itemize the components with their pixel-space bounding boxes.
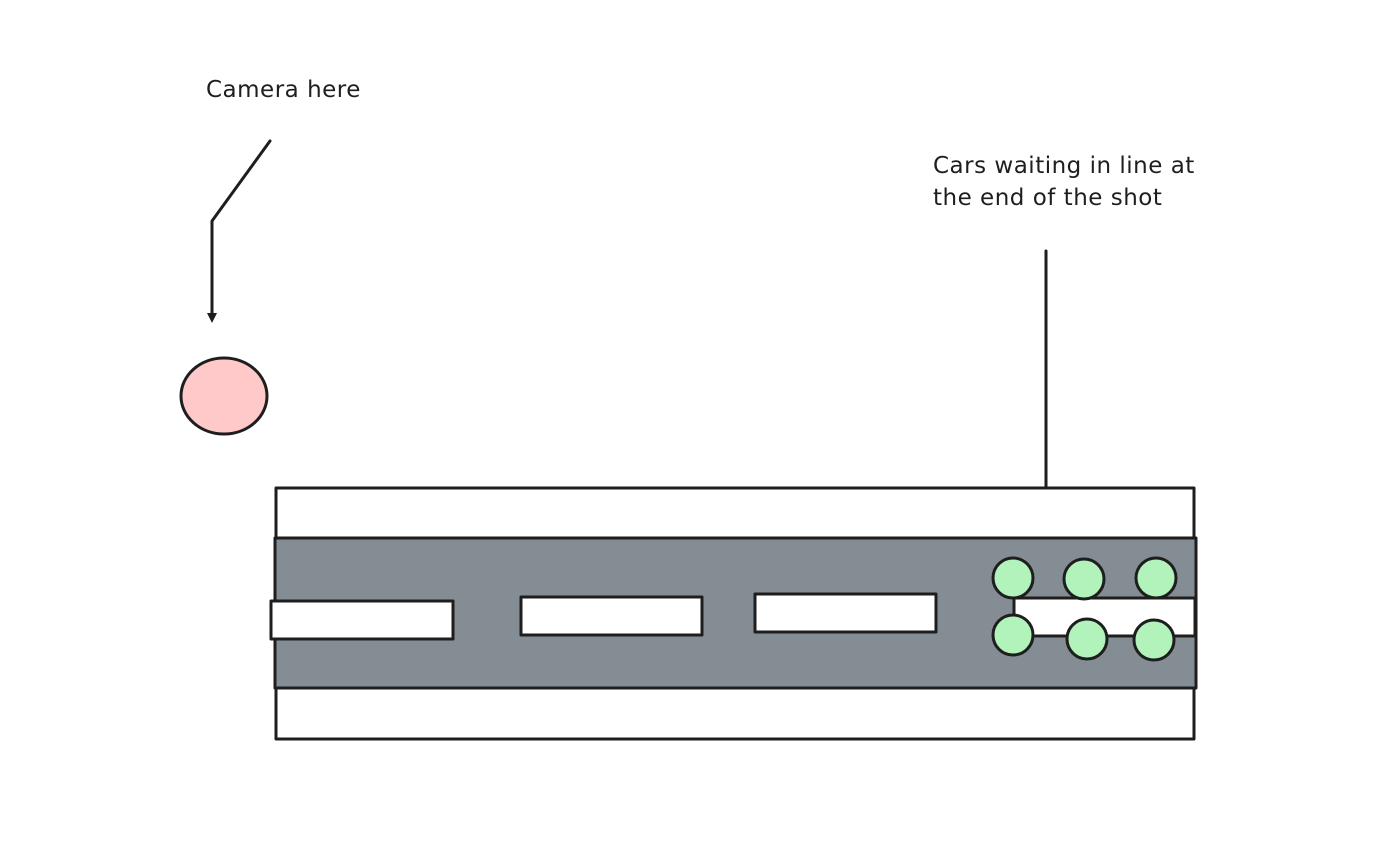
car-2 — [1062, 557, 1106, 601]
car-3 — [1134, 556, 1178, 600]
bottom-sidewalk — [274, 686, 1196, 741]
car-5 — [1065, 617, 1109, 661]
camera-marker — [179, 356, 269, 436]
top-sidewalk — [274, 486, 1196, 540]
car-6 — [1132, 618, 1176, 662]
camera-arrow — [207, 139, 272, 323]
camera-label: Camera here — [206, 77, 361, 103]
lane-marking-2 — [519, 595, 704, 637]
car-1 — [991, 556, 1035, 600]
cars-label-line-2: the end of the shot — [933, 185, 1162, 211]
lane-marking-3 — [753, 592, 938, 634]
cars-label-line-1: Cars waiting in line at — [933, 153, 1195, 179]
lane-marking-1 — [269, 599, 455, 641]
car-4 — [991, 613, 1035, 657]
